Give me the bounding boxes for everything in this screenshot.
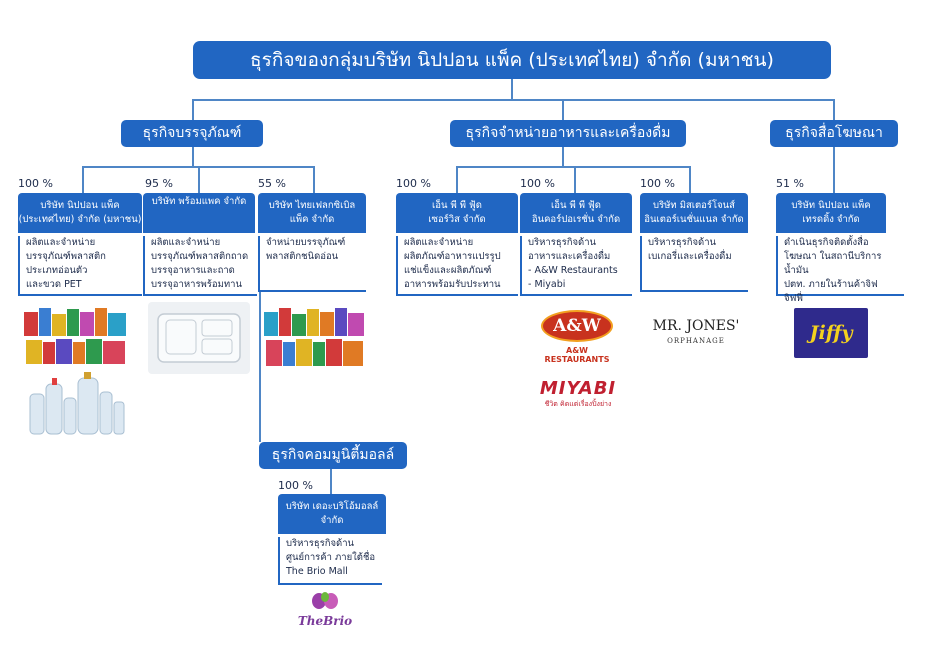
company-name: เอ็น พี พี ฟู้ด อินคอร์ปอเรชั่น จำกัด bbox=[520, 193, 632, 233]
plastic-tray-photo bbox=[148, 302, 250, 374]
company-name: บริษัท นิปปอน แพ็ค (ประเทศไทย) จำกัด (มห… bbox=[18, 193, 142, 233]
company-description: ผลิตและจำหน่าย บรรจุภัณฑ์พลาสติก ประเภทอ… bbox=[18, 236, 142, 296]
tree-connector bbox=[833, 99, 835, 120]
tree-connector bbox=[198, 166, 200, 194]
tree-connector bbox=[313, 166, 315, 194]
group-title: ธุรกิจของกลุ่มบริษัท นิปปอน แพ็ค (ประเทศ… bbox=[193, 41, 831, 79]
tree-connector bbox=[192, 99, 834, 101]
tree-connector bbox=[562, 147, 564, 167]
segment-food: ธุรกิจจำหน่ายอาหารและเครื่องดื่ม bbox=[450, 120, 686, 147]
tree-connector bbox=[82, 166, 84, 194]
ownership-percent: 51 % bbox=[776, 177, 804, 190]
company-name: บริษัท พร้อมแพค จำกัด bbox=[143, 193, 255, 233]
company-name: บริษัท มิสเตอร์โจนส์ อินเตอร์เนชั่นแนล จ… bbox=[640, 193, 748, 233]
miyabi-logo: MIYABI ชีวิต คิดแต่เรื่องปิ้งย่าง bbox=[539, 378, 617, 408]
tree-connector bbox=[689, 166, 691, 194]
jiffy-logo: Jiffy bbox=[794, 308, 868, 358]
tree-connector bbox=[833, 147, 835, 194]
tree-connector bbox=[330, 468, 332, 494]
company-description: ดำเนินธุรกิจติดตั้งสื่อ โฆษณา ในสถานีบริ… bbox=[776, 236, 904, 304]
company-name: เอ็น พี พี ฟู้ด เซอร์วิส จำกัด bbox=[396, 193, 518, 233]
company-description: ผลิตและจำหน่าย บรรจุภัณฑ์พลาสติกถาด บรรจ… bbox=[143, 236, 257, 296]
ownership-percent: 95 % bbox=[145, 177, 173, 190]
mr-jones-orphanage-logo: MR. JONES' ORPHANAGE bbox=[652, 318, 740, 345]
segment-packaging: ธุรกิจบรรจุภัณฑ์ bbox=[121, 120, 263, 147]
ownership-percent: 100 % bbox=[396, 177, 431, 190]
tree-connector bbox=[562, 99, 564, 120]
company-description: จำหน่ายบรรจุภัณฑ์ พลาสติกชนิดอ่อน bbox=[258, 236, 366, 292]
the-brio-logo: TheBrio bbox=[290, 592, 360, 636]
company-description: บริหารธุรกิจด้าน อาหารและเครื่องดื่ม - A… bbox=[520, 236, 632, 296]
flexible-packaging-photo bbox=[262, 306, 366, 370]
company-description: บริหารธุรกิจด้าน เบเกอรี่และเครื่องดื่ม bbox=[640, 236, 748, 292]
tree-connector bbox=[456, 166, 458, 194]
tree-connector bbox=[192, 147, 194, 167]
brio-leaf-icon bbox=[312, 592, 338, 609]
ownership-percent: 100 % bbox=[278, 479, 313, 492]
ownership-percent: 55 % bbox=[258, 177, 286, 190]
ownership-percent: 100 % bbox=[520, 177, 555, 190]
segment-mall: ธุรกิจคอมมูนิตี้มอลล์ bbox=[259, 442, 407, 469]
company-name: บริษัท นิปปอน แพ็ค เทรดดิ้ง จำกัด bbox=[776, 193, 886, 233]
company-name: บริษัท เดอะบริโอ้มอลล์ จำกัด bbox=[278, 494, 386, 534]
ownership-percent: 100 % bbox=[18, 177, 53, 190]
pet-bottles-photo bbox=[26, 372, 126, 436]
segment-media: ธุรกิจสื่อโฆษณา bbox=[770, 120, 898, 147]
tree-connector bbox=[456, 166, 690, 168]
tree-connector bbox=[192, 99, 194, 120]
tree-connector bbox=[259, 290, 261, 442]
company-description: บริหารธุรกิจด้าน ศูนย์การค้า ภายใต้ชื่อ … bbox=[278, 537, 382, 585]
tree-connector bbox=[574, 166, 576, 194]
tree-connector bbox=[511, 79, 513, 100]
company-description: ผลิตและจำหน่าย ผลิตภัณฑ์อาหารแปรรูป แช่แ… bbox=[396, 236, 518, 296]
ownership-percent: 100 % bbox=[640, 177, 675, 190]
flexible-packaging-photo bbox=[22, 306, 130, 368]
aw-restaurants-logo: A&W A&W RESTAURANTS bbox=[536, 310, 618, 364]
company-name: บริษัท ไทยเฟลกซิเบิล แพ็ค จำกัด bbox=[258, 193, 366, 233]
